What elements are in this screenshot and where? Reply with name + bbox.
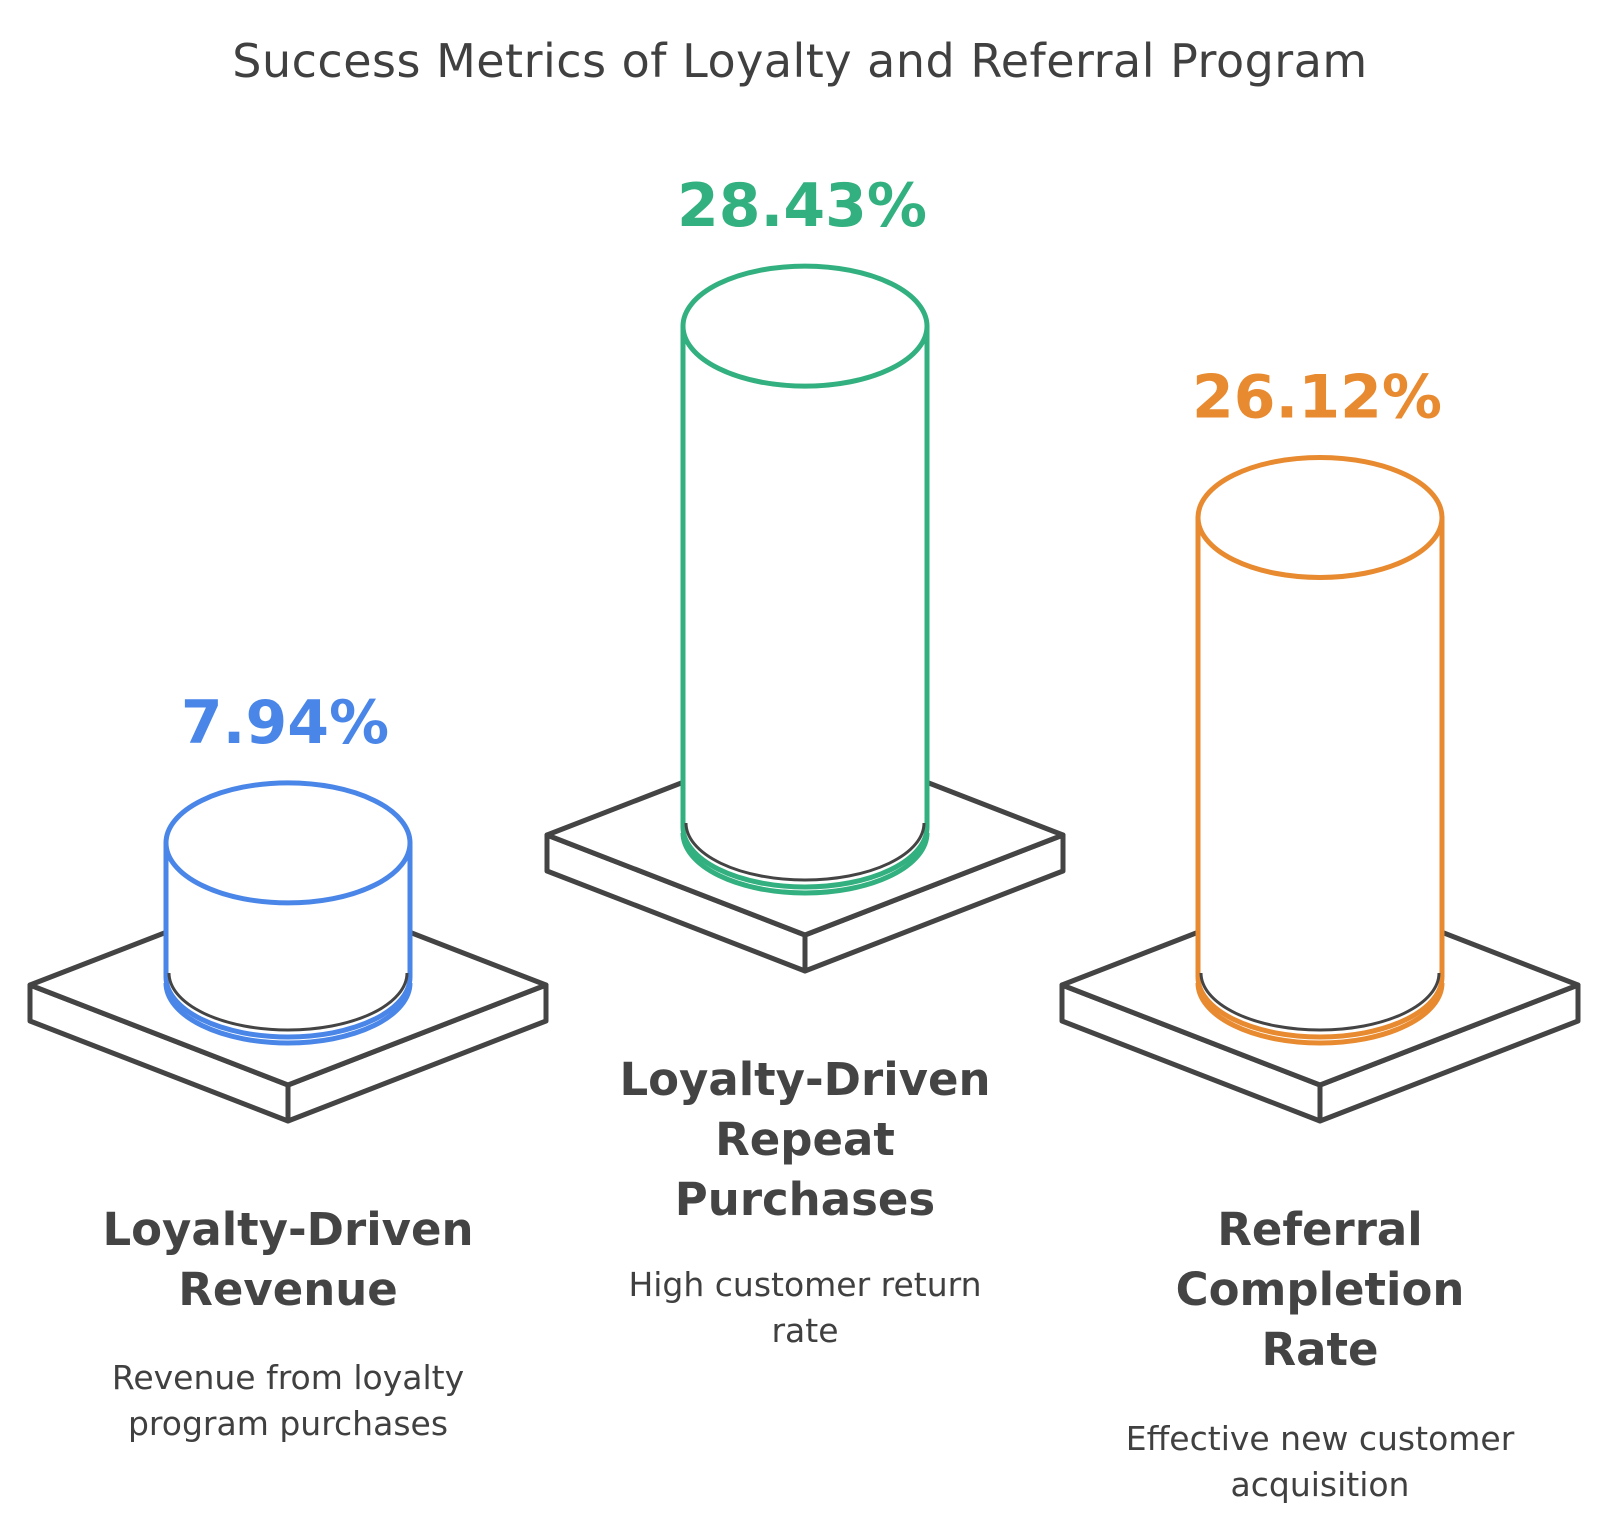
category-label-line: Referral	[1217, 1203, 1423, 1256]
cylinder-top	[680, 263, 930, 389]
category-label-line: Loyalty-Driven	[102, 1203, 474, 1256]
category-label-line: Completion	[1175, 1263, 1465, 1316]
category-label-line: Revenue	[178, 1263, 398, 1316]
cylinder-body	[680, 323, 930, 890]
value-label: 28.43%	[677, 171, 927, 241]
cylinder-base-shade	[167, 972, 409, 1032]
description-referral-completion: Effective new customer acquisition	[1125, 1419, 1515, 1504]
category-label-line: Repeat	[715, 1113, 895, 1166]
description-repeat-purchases: High customer return rate	[628, 1265, 982, 1350]
description-loyalty-revenue: Revenue from loyalty program purchases	[111, 1358, 465, 1443]
cylinder-base-shade	[1199, 972, 1441, 1032]
category-label-line: Rate	[1261, 1323, 1379, 1376]
cylinder-body	[1195, 514, 1445, 1040]
cylinder-base-rim	[163, 982, 413, 1046]
category-label-line: Loyalty-Driven	[619, 1053, 991, 1106]
chart-title: Success Metrics of Loyalty and Referral …	[232, 34, 1368, 88]
cylinder-top	[1195, 454, 1445, 580]
cylinder-base-rim	[680, 832, 930, 896]
cylinder-top	[163, 780, 413, 906]
value-label: 26.12%	[1192, 362, 1442, 432]
cylinder-base-rim	[1195, 982, 1445, 1046]
category-label-line: Purchases	[674, 1173, 936, 1226]
value-label: 7.94%	[181, 688, 389, 758]
cylinder-base-shade	[684, 822, 926, 882]
